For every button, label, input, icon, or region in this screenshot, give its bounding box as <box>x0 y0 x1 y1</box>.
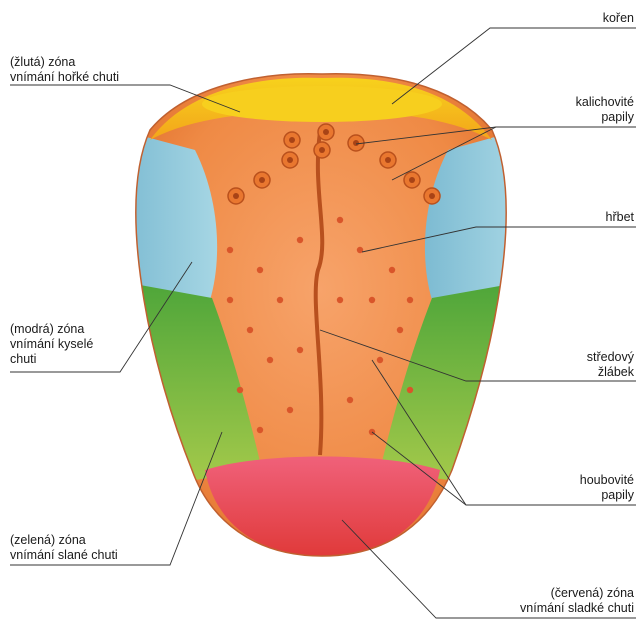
fungiform-papilla <box>347 397 353 403</box>
fungiform-papilla <box>267 357 273 363</box>
bitter-zone-highlight <box>202 86 442 122</box>
fungiform-papilla <box>297 237 303 243</box>
fungiform-papilla <box>397 327 403 333</box>
fungiform-papilla <box>227 247 233 253</box>
fungiform-papilla <box>407 297 413 303</box>
sweet-zone <box>205 457 440 557</box>
vallate-papilla-center <box>233 193 239 199</box>
fungiform-papilla <box>337 217 343 223</box>
fungiform-papilla <box>407 387 413 393</box>
fungiform-papilla <box>377 357 383 363</box>
label-bitter-zone: (žlutá) zóna vnímání hořké chuti <box>10 55 119 85</box>
fungiform-papilla <box>247 327 253 333</box>
fungiform-papilla <box>287 407 293 413</box>
fungiform-papilla <box>337 297 343 303</box>
vallate-papilla-center <box>409 177 415 183</box>
vallate-papilla-center <box>353 140 359 146</box>
fungiform-papilla <box>227 297 233 303</box>
vallate-papilla-center <box>289 137 295 143</box>
fungiform-papilla <box>389 267 395 273</box>
label-sweet-zone: (červená) zóna vnímání sladké chuti <box>520 586 634 616</box>
fungiform-papilla <box>297 347 303 353</box>
label-houbovite-papily: houbovité papily <box>580 473 634 503</box>
fungiform-papilla <box>369 297 375 303</box>
fungiform-papilla <box>257 427 263 433</box>
label-sour-zone: (modrá) zóna vnímání kyselé chuti <box>10 322 93 367</box>
label-hrbet: hřbet <box>606 210 635 225</box>
label-salty-zone: (zelená) zóna vnímání slané chuti <box>10 533 118 563</box>
fungiform-papilla <box>257 267 263 273</box>
fungiform-papilla <box>277 297 283 303</box>
fungiform-papilla <box>237 387 243 393</box>
vallate-papilla-center <box>385 157 391 163</box>
vallate-papilla-center <box>259 177 265 183</box>
label-koren: kořen <box>603 11 634 26</box>
vallate-papilla-center <box>323 129 329 135</box>
label-stredovy-zlabek: středový žlábek <box>587 350 634 380</box>
vallate-papilla-center <box>319 147 325 153</box>
vallate-papilla-center <box>287 157 293 163</box>
vallate-papilla-center <box>429 193 435 199</box>
label-kalichovite-papily: kalichovité papily <box>576 95 634 125</box>
